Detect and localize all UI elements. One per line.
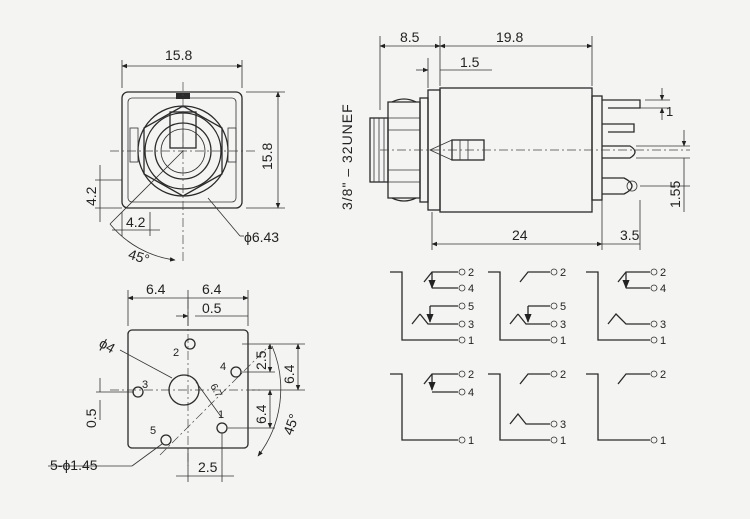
side-bottom-length-label: 24 bbox=[512, 227, 528, 243]
side-top-left-label: 8.5 bbox=[400, 29, 420, 45]
pcb-right-a-label: 2.5 bbox=[253, 350, 269, 370]
schematics-grid: 2 4 5 3 1 2 5 3 1 2 bbox=[390, 267, 666, 447]
schematic-1-pin: 5 bbox=[468, 301, 474, 313]
schematic-4-pin: 1 bbox=[468, 435, 474, 447]
schematic-4: 2 4 1 bbox=[390, 369, 474, 447]
schematic-2: 2 5 3 1 bbox=[488, 267, 566, 347]
pcb-top-b-label: 6.4 bbox=[202, 281, 222, 297]
side-right-b-label: 1.55 bbox=[667, 181, 683, 208]
pcb-pin-3: 3 bbox=[142, 379, 148, 391]
pcb-angle-label: 45° bbox=[280, 412, 302, 437]
front-angle-label: 45° bbox=[126, 246, 151, 268]
side-top-right-label: 19.8 bbox=[496, 29, 523, 45]
pcb-right-b-label: 6.4 bbox=[281, 364, 297, 384]
schematic-3-pin: 2 bbox=[660, 267, 666, 279]
schematic-1-pin: 3 bbox=[468, 319, 474, 331]
schematic-5-pin: 1 bbox=[560, 435, 566, 447]
pcb-bottom-label: 2.5 bbox=[198, 459, 218, 475]
pcb-diag-label: 6.7 bbox=[207, 382, 224, 400]
schematic-6-pin: 2 bbox=[660, 369, 666, 381]
schematic-1-pin: 4 bbox=[468, 283, 474, 295]
front-view: 15.8 15.8 4.2 4.2 45° ϕ6.43 bbox=[83, 47, 285, 267]
front-offset-h-label: 4.2 bbox=[126, 214, 146, 230]
pcb-left-label: 0.5 bbox=[83, 408, 99, 428]
schematic-2-pin: 5 bbox=[560, 301, 566, 313]
schematic-6-pin: 1 bbox=[660, 435, 666, 447]
pcb-pin-1: 1 bbox=[218, 409, 224, 421]
schematic-3: 2 4 3 1 bbox=[586, 267, 666, 347]
front-diameter-label: ϕ6.43 bbox=[244, 229, 279, 245]
schematic-1-pin: 1 bbox=[468, 335, 474, 347]
schematic-3-pin: 3 bbox=[660, 319, 666, 331]
pcb-top-c-label: 0.5 bbox=[202, 300, 222, 316]
side-thread-label: 3/8" – 32UNEF bbox=[339, 103, 355, 210]
schematic-4-pin: 2 bbox=[468, 369, 474, 381]
side-top-inner-label: 1.5 bbox=[460, 54, 480, 70]
pcb-pin-2: 2 bbox=[173, 347, 179, 359]
schematic-1-pin: 2 bbox=[468, 267, 474, 279]
front-height-label: 15.8 bbox=[259, 143, 275, 170]
schematic-3-pin: 1 bbox=[660, 335, 666, 347]
pcb-footprint: 2 3 4 1 5 6.7 6.4 6.4 0.5 ϕ4 2.5 6.4 6.4… bbox=[48, 281, 305, 482]
side-bottom-right-label: 3.5 bbox=[620, 227, 640, 243]
pcb-top-a-label: 6.4 bbox=[146, 281, 166, 297]
schematic-2-pin: 3 bbox=[560, 319, 566, 331]
schematic-5-pin: 3 bbox=[560, 419, 566, 431]
side-right-a-label: 1 bbox=[666, 104, 673, 119]
schematic-5-pin: 2 bbox=[560, 369, 566, 381]
schematic-6: 2 1 bbox=[586, 369, 666, 447]
side-view: 8.5 19.8 1.5 3/8" – 32UNEF 1 1.55 24 3.5 bbox=[339, 29, 690, 250]
front-offset-v-label: 4.2 bbox=[83, 186, 99, 206]
schematic-2-pin: 1 bbox=[560, 335, 566, 347]
pcb-right-c-label: 6.4 bbox=[253, 404, 269, 424]
pcb-pin-5: 5 bbox=[150, 425, 156, 437]
schematic-3-pin: 4 bbox=[660, 283, 666, 295]
schematic-5: 2 3 1 bbox=[488, 369, 566, 447]
pcb-hole-dia-label: ϕ4 bbox=[97, 335, 119, 357]
front-width-label: 15.8 bbox=[165, 47, 192, 63]
pcb-pin-4: 4 bbox=[220, 361, 226, 373]
schematic-1: 2 4 5 3 1 bbox=[390, 267, 474, 347]
schematic-2-pin: 2 bbox=[560, 267, 566, 279]
pcb-holes-label: 5-ϕ1.45 bbox=[50, 457, 98, 473]
schematic-4-pin: 4 bbox=[468, 387, 474, 399]
